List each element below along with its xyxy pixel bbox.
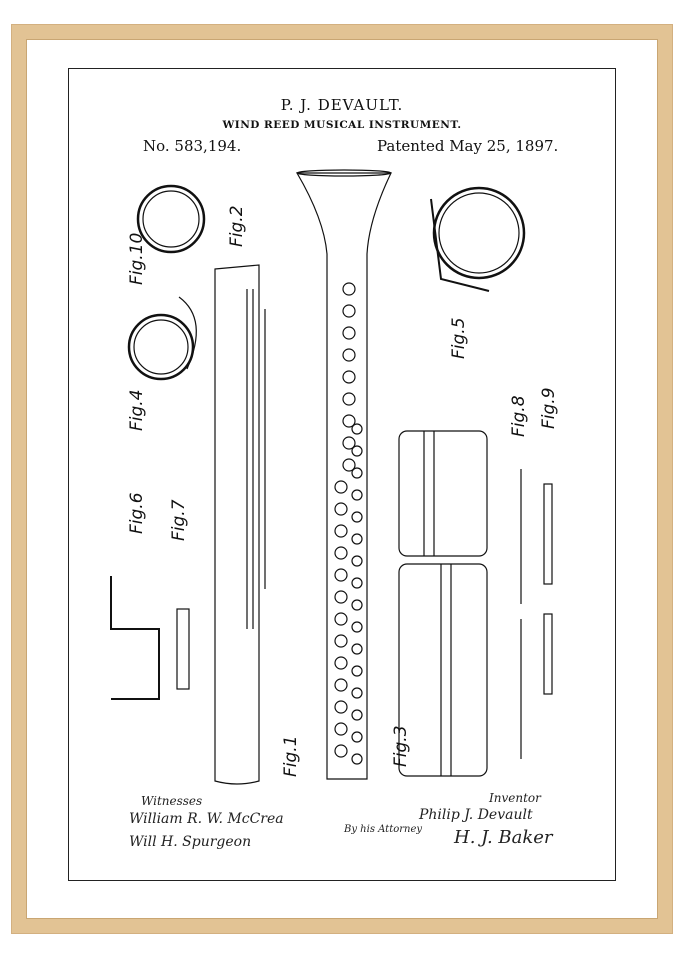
patent-number: No. 583,194. bbox=[143, 137, 242, 155]
key-pad bbox=[351, 533, 363, 545]
fig-7-label: Fig.7 bbox=[169, 499, 189, 541]
clarinet-body bbox=[295, 172, 392, 780]
tone-hole bbox=[342, 326, 356, 340]
tone-hole bbox=[334, 524, 348, 538]
tone-hole bbox=[334, 590, 348, 604]
fig-1-label: Fig.1 bbox=[281, 735, 301, 777]
key-pad bbox=[351, 709, 363, 721]
clarinet-drawing bbox=[110, 169, 553, 785]
tone-hole bbox=[342, 458, 356, 472]
inventor-signature: Philip J. Devault bbox=[419, 807, 533, 823]
patent-drawing: P. J. DEVAULT. WIND REED MUSICAL INSTRUM… bbox=[68, 68, 616, 881]
fig-4-label: Fig.4 bbox=[127, 389, 147, 431]
key-pad bbox=[351, 511, 363, 523]
key-pad bbox=[351, 599, 363, 611]
key-pad bbox=[351, 467, 363, 479]
key-pad bbox=[351, 665, 363, 677]
tone-hole bbox=[334, 546, 348, 560]
tone-hole bbox=[334, 612, 348, 626]
tone-hole bbox=[334, 568, 348, 582]
fig-6-label: Fig.6 bbox=[127, 492, 147, 534]
tone-hole bbox=[334, 502, 348, 516]
key-pad bbox=[351, 577, 363, 589]
witness-1-signature: William R. W. McCrea bbox=[129, 811, 284, 827]
key-pad bbox=[351, 643, 363, 655]
key-pad bbox=[351, 489, 363, 501]
tone-hole bbox=[342, 392, 356, 406]
attorney-signature: H. J. Baker bbox=[454, 827, 553, 848]
clarinet-keys bbox=[334, 282, 363, 765]
fig-2-label: Fig.2 bbox=[227, 205, 247, 247]
tone-hole bbox=[334, 744, 348, 758]
side-view-tube bbox=[214, 264, 260, 785]
inventor-label: Inventor bbox=[489, 791, 541, 805]
tone-hole bbox=[334, 656, 348, 670]
tone-hole bbox=[342, 282, 356, 296]
tone-hole bbox=[334, 722, 348, 736]
attorney-label: By his Attorney bbox=[344, 824, 423, 835]
fig-8-label: Fig.8 bbox=[509, 395, 529, 437]
key-pad bbox=[351, 555, 363, 567]
tone-hole bbox=[342, 436, 356, 450]
invention-title: WIND REED MUSICAL INSTRUMENT. bbox=[222, 119, 462, 131]
inventor-heading: P. J. DEVAULT. bbox=[280, 96, 404, 114]
tone-hole bbox=[334, 634, 348, 648]
tone-hole bbox=[334, 678, 348, 692]
key-pad bbox=[351, 423, 363, 435]
witness-2-signature: Will H. Spurgeon bbox=[129, 834, 252, 850]
tone-hole bbox=[342, 414, 356, 428]
fig-10-label: Fig.10 bbox=[127, 232, 147, 285]
witnesses-label: Witnesses bbox=[141, 794, 203, 808]
fig-3-label: Fig.3 bbox=[391, 725, 411, 767]
tone-hole bbox=[342, 304, 356, 318]
fig-5-label: Fig.5 bbox=[449, 317, 469, 359]
patent-date: Patented May 25, 1897. bbox=[377, 137, 559, 155]
tone-hole bbox=[342, 370, 356, 384]
key-pad bbox=[351, 687, 363, 699]
tone-hole bbox=[334, 480, 348, 494]
key-pad bbox=[351, 731, 363, 743]
tone-hole bbox=[342, 348, 356, 362]
fig-9-label: Fig.9 bbox=[539, 387, 559, 429]
tone-hole bbox=[334, 700, 348, 714]
key-pad bbox=[351, 445, 363, 457]
key-pad bbox=[351, 753, 363, 765]
key-pad bbox=[351, 621, 363, 633]
